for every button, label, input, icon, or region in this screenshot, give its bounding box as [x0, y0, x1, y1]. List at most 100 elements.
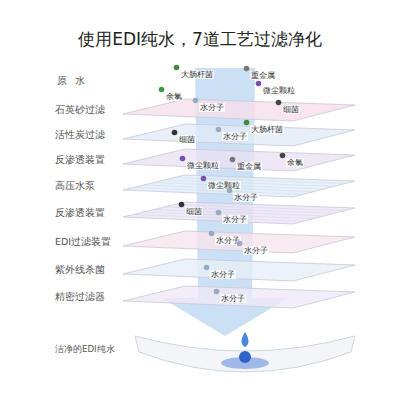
particle-icon	[279, 152, 286, 159]
particle-icon	[158, 86, 165, 93]
particle-label: 大肠杆菌	[250, 125, 284, 134]
particle-dot	[244, 120, 250, 126]
particle-dot	[179, 202, 185, 208]
particle-icon	[179, 155, 186, 162]
particle-dot	[193, 98, 199, 104]
particle-dot	[172, 130, 178, 136]
particle-label: 余氯	[286, 158, 304, 167]
particle-tag: 细菌	[282, 97, 300, 116]
water-bowl: 洁净的EDI纯水	[55, 318, 365, 398]
particle-tag: 水分子	[222, 207, 248, 226]
particle-dot	[230, 157, 236, 163]
particle-icon	[178, 201, 185, 208]
particle-dot	[276, 100, 282, 106]
particle-label: 水分子	[243, 246, 269, 255]
stage-label: 高压水泵	[55, 180, 95, 191]
stage-label: 原水	[57, 75, 93, 86]
particle-tag: 重金属	[236, 154, 262, 173]
particle-label: 大肠杆菌	[180, 70, 214, 79]
title: 使用EDI纯水，7道工艺过滤净化	[0, 28, 400, 51]
stage-label: 洁净的EDI纯水	[55, 344, 115, 354]
particle-tag: 微尘颗粒	[207, 173, 241, 192]
particle-tag: 微尘颗粒	[262, 78, 296, 97]
water-drop	[242, 332, 249, 347]
stage-label: 反渗透装置	[55, 154, 105, 165]
stage-label: 反渗透装置	[55, 207, 105, 218]
particle-icon	[203, 264, 210, 271]
layer-grid	[164, 180, 334, 186]
stage-label: 精密过滤器	[55, 291, 105, 302]
layer-plane	[123, 202, 355, 224]
particle-tag: 水分子	[220, 286, 246, 305]
layer-plane	[123, 99, 355, 121]
layer-plane	[123, 286, 355, 308]
particle-icon	[243, 119, 250, 126]
particle-dot	[237, 241, 243, 247]
particle-dot	[214, 289, 220, 295]
stage-label: EDI过滤装置	[55, 236, 111, 247]
particle-icon	[200, 175, 207, 182]
water-splash	[239, 351, 251, 363]
particle-label: 细菌	[185, 207, 203, 216]
particle-icon	[173, 64, 180, 71]
filter-layer: 精密过滤器	[55, 283, 365, 311]
particle-icon	[226, 187, 233, 194]
particle-label: 水分子	[210, 270, 236, 279]
particle-dot	[227, 188, 233, 194]
particle-label: 水分子	[233, 193, 259, 202]
particle-label: 微尘颗粒	[262, 86, 296, 95]
particle-icon	[215, 126, 222, 133]
particle-icon	[243, 65, 250, 72]
particle-dot	[244, 66, 250, 72]
particle-tag: 水分子	[199, 95, 225, 114]
stage-label: 活性炭过滤	[55, 129, 105, 140]
particle-tag: 微尘颗粒	[186, 153, 220, 172]
particle-tag: 细菌	[185, 199, 203, 218]
particle-icon	[229, 156, 236, 163]
particle-tag: 水分子	[243, 238, 269, 257]
particle-tag: 大肠杆菌	[250, 117, 284, 136]
particle-dot	[174, 65, 180, 71]
stage-label: 紫外线杀菌	[55, 264, 105, 275]
stage-label: 石英砂过滤	[55, 104, 105, 115]
layer-grid	[133, 215, 303, 222]
layer-plane	[123, 124, 355, 146]
particle-icon	[213, 288, 220, 295]
filter-layer: 活性炭过滤	[55, 121, 365, 149]
bowl-shape	[55, 318, 365, 398]
particle-icon	[236, 240, 243, 247]
particle-tag: 细菌	[178, 127, 196, 146]
particle-label: 水分子	[199, 103, 225, 112]
filter-layer: 反渗透装置	[55, 199, 365, 227]
particle-tag: 水分子	[210, 262, 236, 281]
particle-dot	[204, 265, 210, 271]
particle-dot	[159, 87, 165, 93]
particle-tag: 余氯	[286, 150, 304, 169]
particle-dot	[280, 153, 286, 159]
particle-dot	[256, 81, 262, 87]
particle-icon	[171, 129, 178, 136]
layer-grid	[175, 178, 345, 184]
particle-label: 重金属	[250, 71, 276, 80]
particle-label: 细菌	[282, 105, 300, 114]
particle-tag: 大肠杆菌	[180, 62, 214, 81]
particle-label: 重金属	[236, 162, 262, 171]
layer-plane	[123, 259, 355, 281]
particle-icon	[255, 80, 262, 87]
particle-icon	[215, 209, 222, 216]
particle-label: 细菌	[178, 135, 196, 144]
particle-icon	[275, 99, 282, 106]
particle-icon	[192, 97, 199, 104]
particle-label: 微尘颗粒	[186, 161, 220, 170]
particle-label: 水分子	[222, 132, 248, 141]
particle-tag: 余氯	[165, 84, 183, 103]
particle-dot	[209, 231, 215, 237]
particle-label: 水分子	[222, 215, 248, 224]
particle-icon	[208, 230, 215, 237]
particle-label: 微尘颗粒	[207, 181, 241, 190]
particle-label: 余氯	[165, 92, 183, 101]
particle-dot	[180, 156, 186, 162]
layer-plane	[123, 231, 355, 253]
particle-tag: 水分子	[222, 124, 248, 143]
